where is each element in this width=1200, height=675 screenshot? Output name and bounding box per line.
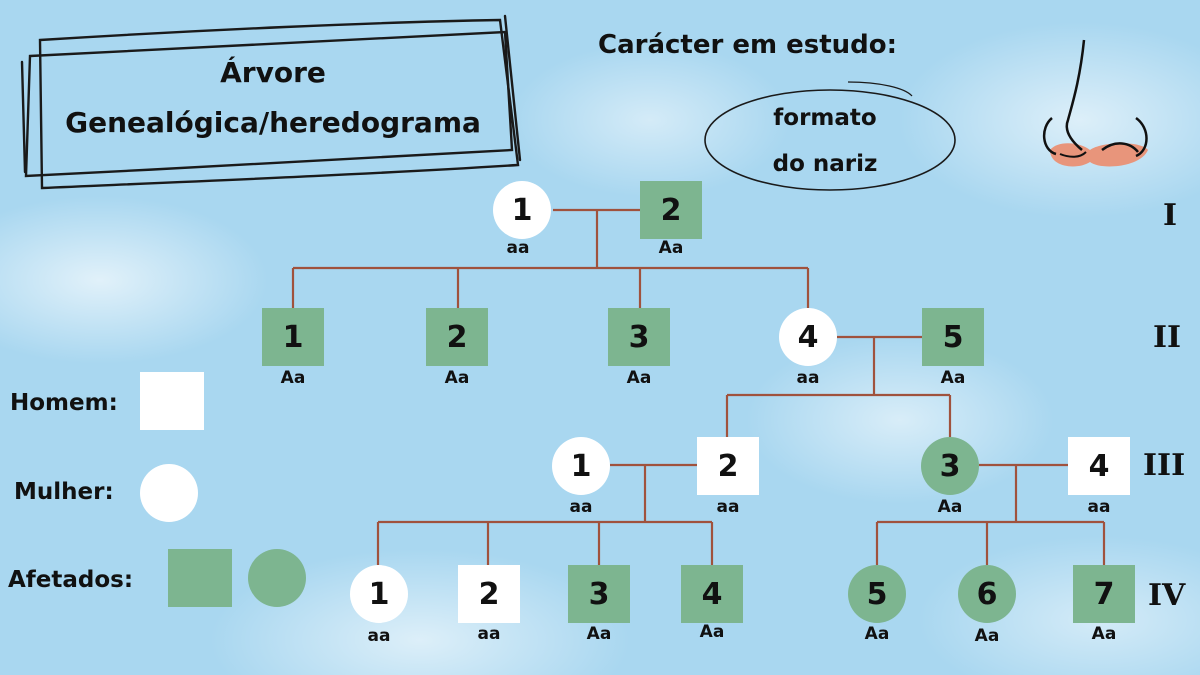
individual-II-4: 4 <box>779 308 837 366</box>
individual-IV-2: 2 <box>458 565 520 623</box>
genotype-IV-5: Aa <box>864 624 890 644</box>
genotype-III-2: aa <box>716 497 740 517</box>
title-line-1: Árvore <box>220 56 326 89</box>
genotype-III-4: aa <box>1087 497 1111 517</box>
individual-I-2: 2 <box>640 181 702 239</box>
pedigree-connectors <box>291 208 1106 565</box>
genotype-IV-7: Aa <box>1091 624 1117 644</box>
individual-IV-7-number: 7 <box>1093 576 1115 612</box>
child-drops-II <box>291 268 810 308</box>
legend-affected-square <box>168 549 232 607</box>
genotype-III-3: Aa <box>937 497 963 517</box>
genotype-II-3: Aa <box>626 368 652 388</box>
individual-III-4: 4 <box>1068 437 1130 495</box>
genotype-IV-2: aa <box>477 624 501 644</box>
legend-man-label: Homem: <box>10 390 118 416</box>
genotype-III-1: aa <box>569 497 593 517</box>
individual-IV-5: 5 <box>848 565 906 623</box>
character-value-line-1: formato <box>773 105 877 131</box>
character-title: Carácter em estudo: <box>598 30 898 60</box>
genotype-II-4: aa <box>796 368 820 388</box>
individual-IV-7: 7 <box>1073 565 1135 623</box>
genotype-I-2: Aa <box>658 238 684 258</box>
individual-IV-1-number: 1 <box>368 576 390 612</box>
character-ellipse <box>704 89 956 191</box>
legend-woman-label: Mulher: <box>14 479 114 505</box>
genotype-II-5: Aa <box>940 368 966 388</box>
individual-III-3: 3 <box>921 437 979 495</box>
individual-IV-6-number: 6 <box>976 576 998 612</box>
individual-IV-4: 4 <box>681 565 743 623</box>
character-value-line-2: do nariz <box>772 151 878 177</box>
generation-label-I: I <box>1163 198 1178 233</box>
individual-III-4-number: 4 <box>1088 448 1110 484</box>
individual-IV-3: 3 <box>568 565 630 623</box>
individual-II-3: 3 <box>608 308 670 366</box>
individual-II-1: 1 <box>262 308 324 366</box>
individual-II-4-number: 4 <box>797 319 819 355</box>
individual-IV-4-number: 4 <box>701 576 723 612</box>
character-value: formato do nariz <box>760 95 890 187</box>
genotype-IV-4: Aa <box>699 622 725 642</box>
individual-IV-6: 6 <box>958 565 1016 623</box>
genotype-IV-6: Aa <box>974 626 1000 646</box>
individual-IV-5-number: 5 <box>866 576 888 612</box>
legend-woman-symbol <box>140 464 198 522</box>
child-drops-IV-right <box>875 522 1106 565</box>
individual-II-1-number: 1 <box>282 319 304 355</box>
legend-affected-circle <box>248 549 306 607</box>
individual-II-2-number: 2 <box>446 319 468 355</box>
genotype-I-1: aa <box>506 238 530 258</box>
individual-III-1-number: 1 <box>570 448 592 484</box>
child-drops-III <box>725 395 952 437</box>
page-title: Árvore Genealógica/heredograma <box>28 48 518 148</box>
individual-III-2-number: 2 <box>717 448 739 484</box>
title-frame <box>20 14 522 190</box>
individual-II-3-number: 3 <box>628 319 650 355</box>
individual-I-1: 1 <box>493 181 551 239</box>
genotype-IV-1: aa <box>367 626 391 646</box>
genotype-IV-3: Aa <box>586 624 612 644</box>
individual-II-5-number: 5 <box>942 319 964 355</box>
individual-III-1: 1 <box>552 437 610 495</box>
legend-affected-label: Afetados: <box>8 567 134 593</box>
individual-I-2-number: 2 <box>660 192 682 228</box>
generation-label-IV: IV <box>1148 578 1186 613</box>
individual-IV-1: 1 <box>350 565 408 623</box>
genotype-II-1: Aa <box>280 368 306 388</box>
generation-label-II: II <box>1153 320 1182 355</box>
nose-icon <box>1043 39 1148 167</box>
child-drops-IV-left <box>376 522 714 565</box>
genotype-II-2: Aa <box>444 368 470 388</box>
individual-IV-2-number: 2 <box>478 576 500 612</box>
title-line-2: Genealógica/heredograma <box>65 106 481 139</box>
individual-III-2: 2 <box>697 437 759 495</box>
character-underline <box>847 81 913 97</box>
legend-man-symbol <box>140 372 204 430</box>
individual-II-2: 2 <box>426 308 488 366</box>
individual-II-5: 5 <box>922 308 984 366</box>
generation-label-III: III <box>1143 448 1186 483</box>
individual-I-1-number: 1 <box>511 192 533 228</box>
individual-IV-3-number: 3 <box>588 576 610 612</box>
individual-III-3-number: 3 <box>939 448 961 484</box>
